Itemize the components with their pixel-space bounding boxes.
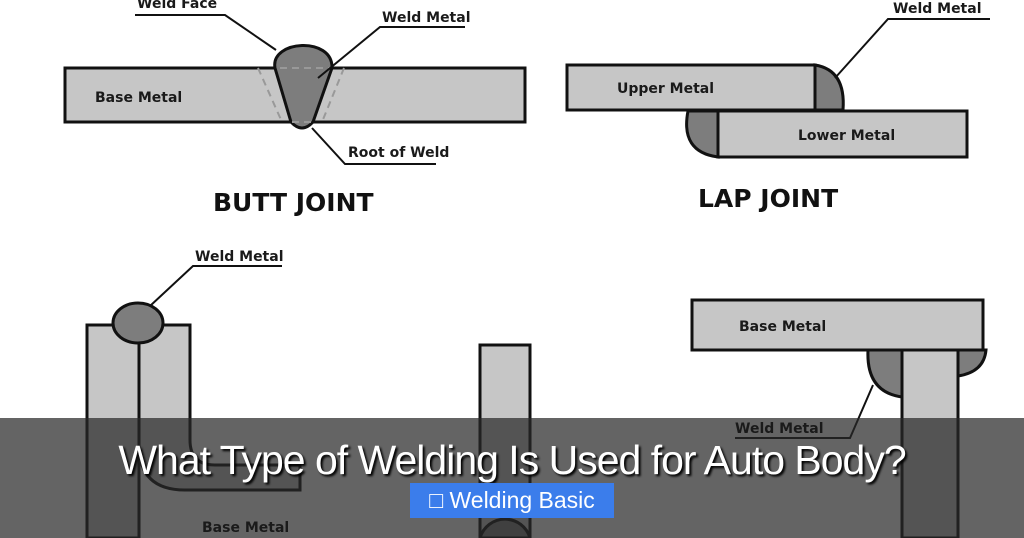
lower-metal — [716, 109, 969, 159]
lap-weld-lower — [685, 109, 720, 159]
upper-metal-label: Upper Metal — [617, 81, 714, 97]
lap-joint: Upper Metal Lower Metal Weld Metal LAP J… — [565, 1, 990, 213]
lower-metal-label: Lower Metal — [798, 128, 895, 144]
butt-weld — [273, 44, 334, 130]
butt-weld-dashes — [280, 67, 330, 123]
root-of-weld-label: Root of Weld — [348, 145, 449, 161]
category-badge[interactable]: □ Welding Basic — [410, 483, 614, 518]
tee-base-metal — [690, 298, 985, 352]
category-label: Welding Basic — [449, 487, 595, 513]
lap-weld-metal-leader — [834, 18, 990, 79]
weld-face-label: Weld Face — [137, 0, 217, 12]
tee-base-metal-label: Base Metal — [739, 319, 826, 335]
lap-joint-title: LAP JOINT — [698, 184, 838, 213]
lap-weld-upper — [813, 63, 845, 112]
butt-joint: Weld Face Weld Metal Base Metal Root of … — [63, 0, 527, 217]
title-overlay — [0, 418, 1024, 538]
butt-weld-metal-label: Weld Metal — [382, 10, 471, 26]
butt-weld-metal-leader — [317, 26, 465, 79]
butt-base-metal-label: Base Metal — [95, 90, 182, 106]
edge-weld-metal-label: Weld Metal — [195, 249, 284, 265]
folder-icon: □ — [429, 487, 444, 513]
post-title[interactable]: What Type of Welding Is Used for Auto Bo… — [118, 437, 906, 483]
root-leader — [311, 127, 436, 165]
lap-weld-metal-label: Weld Metal — [893, 1, 982, 17]
upper-metal — [565, 63, 817, 112]
weld-face-leader — [135, 14, 277, 51]
butt-groove-lines — [257, 67, 345, 123]
tee-weld-left — [866, 348, 904, 399]
tee-weld-right — [956, 348, 988, 378]
edge-weld — [111, 301, 165, 345]
edge-weld-leader — [149, 265, 282, 307]
butt-joint-title: BUTT JOINT — [213, 188, 374, 217]
